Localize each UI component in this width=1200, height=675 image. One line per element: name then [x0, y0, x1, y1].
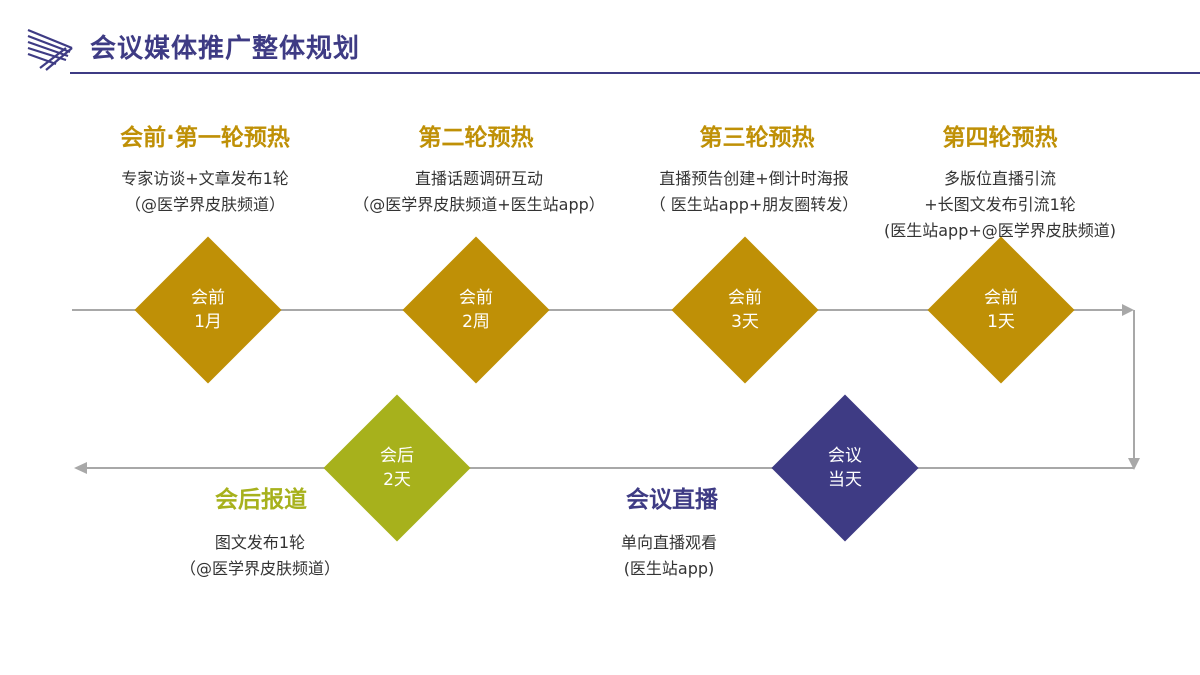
title-underline [70, 72, 1200, 74]
diamond-label-line1: 会前 [191, 288, 225, 308]
desc-line: （@医学界皮肤频道） [179, 559, 340, 578]
logo-icon [27, 28, 73, 71]
header: 会议媒体推广整体规划 [0, 0, 1200, 80]
desc-line: 直播预告创建+倒计时海报 [659, 169, 849, 188]
diamond-label-stage-after: 会后 2天 [342, 444, 452, 492]
diamond-label-line2: 1月 [194, 312, 222, 332]
diamond-label-line1: 会后 [380, 446, 414, 466]
desc-line: （ 医生站app+朋友圈转发） [649, 195, 859, 214]
diamond-label-stage-live: 会议 当天 [790, 444, 900, 492]
desc-line: (医生站app+@医学界皮肤频道) [883, 221, 1116, 240]
desc-line: (医生站app) [623, 559, 715, 578]
stage-title-2: 第二轮预热 [418, 125, 534, 151]
diamond-label-line1: 会前 [728, 288, 762, 308]
desc-line: 单向直播观看 [620, 533, 717, 552]
diamond-label-stage-1: 会前 1月 [153, 286, 263, 334]
desc-line: 图文发布1轮 [214, 533, 306, 552]
diamond-label-stage-2: 会前 2周 [421, 286, 531, 334]
stage-desc-4: 多版位直播引流 +长图文发布引流1轮 (医生站app+@医学界皮肤频道) [840, 166, 1160, 244]
diamond-label-line2: 2天 [383, 470, 411, 490]
diamond-label-line2: 3天 [731, 312, 759, 332]
page-title: 会议媒体推广整体规划 [90, 34, 361, 64]
desc-line: 直播话题调研互动 [414, 169, 543, 188]
timeline-left-arrowhead [74, 462, 87, 474]
diamond-label-line1: 会前 [984, 288, 1018, 308]
diamond-label-line2: 1天 [987, 312, 1015, 332]
desc-line: （@医学界皮肤频道+医生站app） [353, 195, 605, 214]
stage-title-live: 会议直播 [626, 487, 718, 513]
diamond-label-line2: 2周 [462, 312, 490, 332]
stage-desc-after: 图文发布1轮 （@医学界皮肤频道） [100, 530, 420, 582]
stage-title-1: 会前·第一轮预热 [120, 125, 290, 151]
stage-title-4: 第四轮预热 [942, 125, 1058, 151]
diamond-label-line1: 会前 [459, 288, 493, 308]
desc-line: 专家访谈+文章发布1轮 [121, 169, 289, 188]
stage-title-after: 会后报道 [215, 487, 307, 513]
stage-title-3: 第三轮预热 [699, 125, 815, 151]
diamond-label-line1: 会议 [828, 446, 862, 466]
stage-desc-live: 单向直播观看 (医生站app) [509, 530, 829, 582]
diamond-label-stage-3: 会前 3天 [690, 286, 800, 334]
stage-desc-1: 专家访谈+文章发布1轮 （@医学界皮肤频道） [45, 166, 365, 218]
diamond-label-stage-4: 会前 1天 [946, 286, 1056, 334]
timeline-top-arrowhead [1122, 304, 1134, 316]
desc-line: 多版位直播引流 [943, 169, 1056, 188]
timeline-down-arrowhead [1128, 458, 1140, 470]
stage-desc-3: 直播预告创建+倒计时海报 （ 医生站app+朋友圈转发） [594, 166, 914, 218]
diamond-label-line2: 当天 [828, 470, 862, 490]
desc-line: （@医学界皮肤频道） [124, 195, 285, 214]
stage-desc-2: 直播话题调研互动 （@医学界皮肤频道+医生站app） [319, 166, 639, 218]
desc-line: +长图文发布引流1轮 [924, 195, 1076, 214]
